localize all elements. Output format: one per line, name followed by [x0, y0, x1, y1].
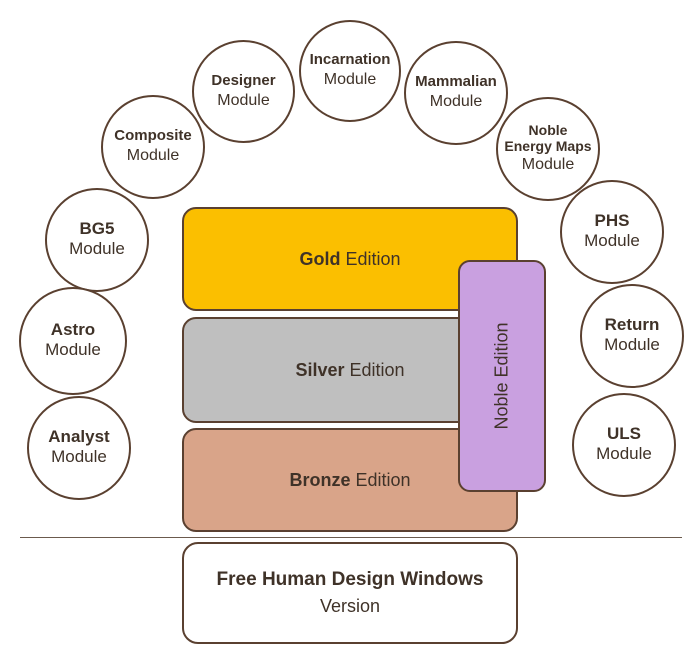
free-version-title: Free Human Design Windows	[216, 569, 484, 590]
module-label: Module	[126, 147, 180, 164]
module-label: Module	[217, 91, 270, 109]
module-label: Module	[323, 71, 377, 88]
designer-module[interactable]: Designer Module	[192, 40, 295, 143]
phs-module[interactable]: PHS Module	[560, 180, 664, 284]
module-name: Designer	[211, 71, 276, 89]
module-name-line1: Noble	[528, 122, 568, 138]
mammalian-module[interactable]: Mammalian Module	[404, 41, 508, 145]
noble-edition-label: Noble Edition	[491, 322, 512, 430]
module-name: Analyst	[48, 427, 110, 446]
uls-module[interactable]: ULS Module	[572, 393, 676, 497]
module-label: Module	[604, 335, 660, 354]
module-name: PHS	[594, 211, 630, 230]
free-version-subtitle: Version	[319, 596, 381, 616]
analyst-module[interactable]: Analyst Module	[27, 396, 131, 500]
module-label: Module	[596, 444, 652, 463]
module-label: Module	[69, 239, 125, 258]
composite-module[interactable]: Composite Module	[101, 95, 205, 199]
silver-edition-label: Silver Edition	[295, 359, 405, 380]
bg5-module[interactable]: BG5 Module	[45, 188, 149, 292]
divider-line	[20, 537, 682, 538]
noble-energy-maps-module[interactable]: Noble Energy Maps Module	[496, 97, 600, 201]
free-version-box[interactable]: Free Human Design Windows Version	[182, 542, 518, 644]
module-name: BG5	[79, 219, 115, 238]
bronze-edition-label: Bronze Edition	[289, 469, 411, 490]
astro-module[interactable]: Astro Module	[19, 287, 127, 395]
gold-edition-label: Gold Edition	[299, 248, 401, 269]
module-label: Module	[45, 340, 101, 359]
module-label: Module	[521, 156, 575, 173]
module-name: Composite	[114, 127, 192, 144]
module-name-line2: Energy Maps	[504, 138, 592, 154]
module-label: Module	[429, 93, 483, 110]
gold-edition[interactable]: Gold Edition	[182, 207, 518, 311]
module-name: Astro	[50, 320, 96, 339]
module-label: Module	[584, 231, 640, 250]
noble-edition[interactable]: Noble Edition	[458, 260, 546, 492]
module-name: Return	[604, 315, 660, 334]
return-module[interactable]: Return Module	[580, 284, 684, 388]
module-name: Mammalian	[415, 73, 497, 90]
incarnation-module[interactable]: Incarnation Module	[299, 20, 401, 122]
module-label: Module	[51, 447, 107, 466]
module-name: ULS	[607, 424, 641, 443]
module-name: Incarnation	[309, 51, 391, 68]
